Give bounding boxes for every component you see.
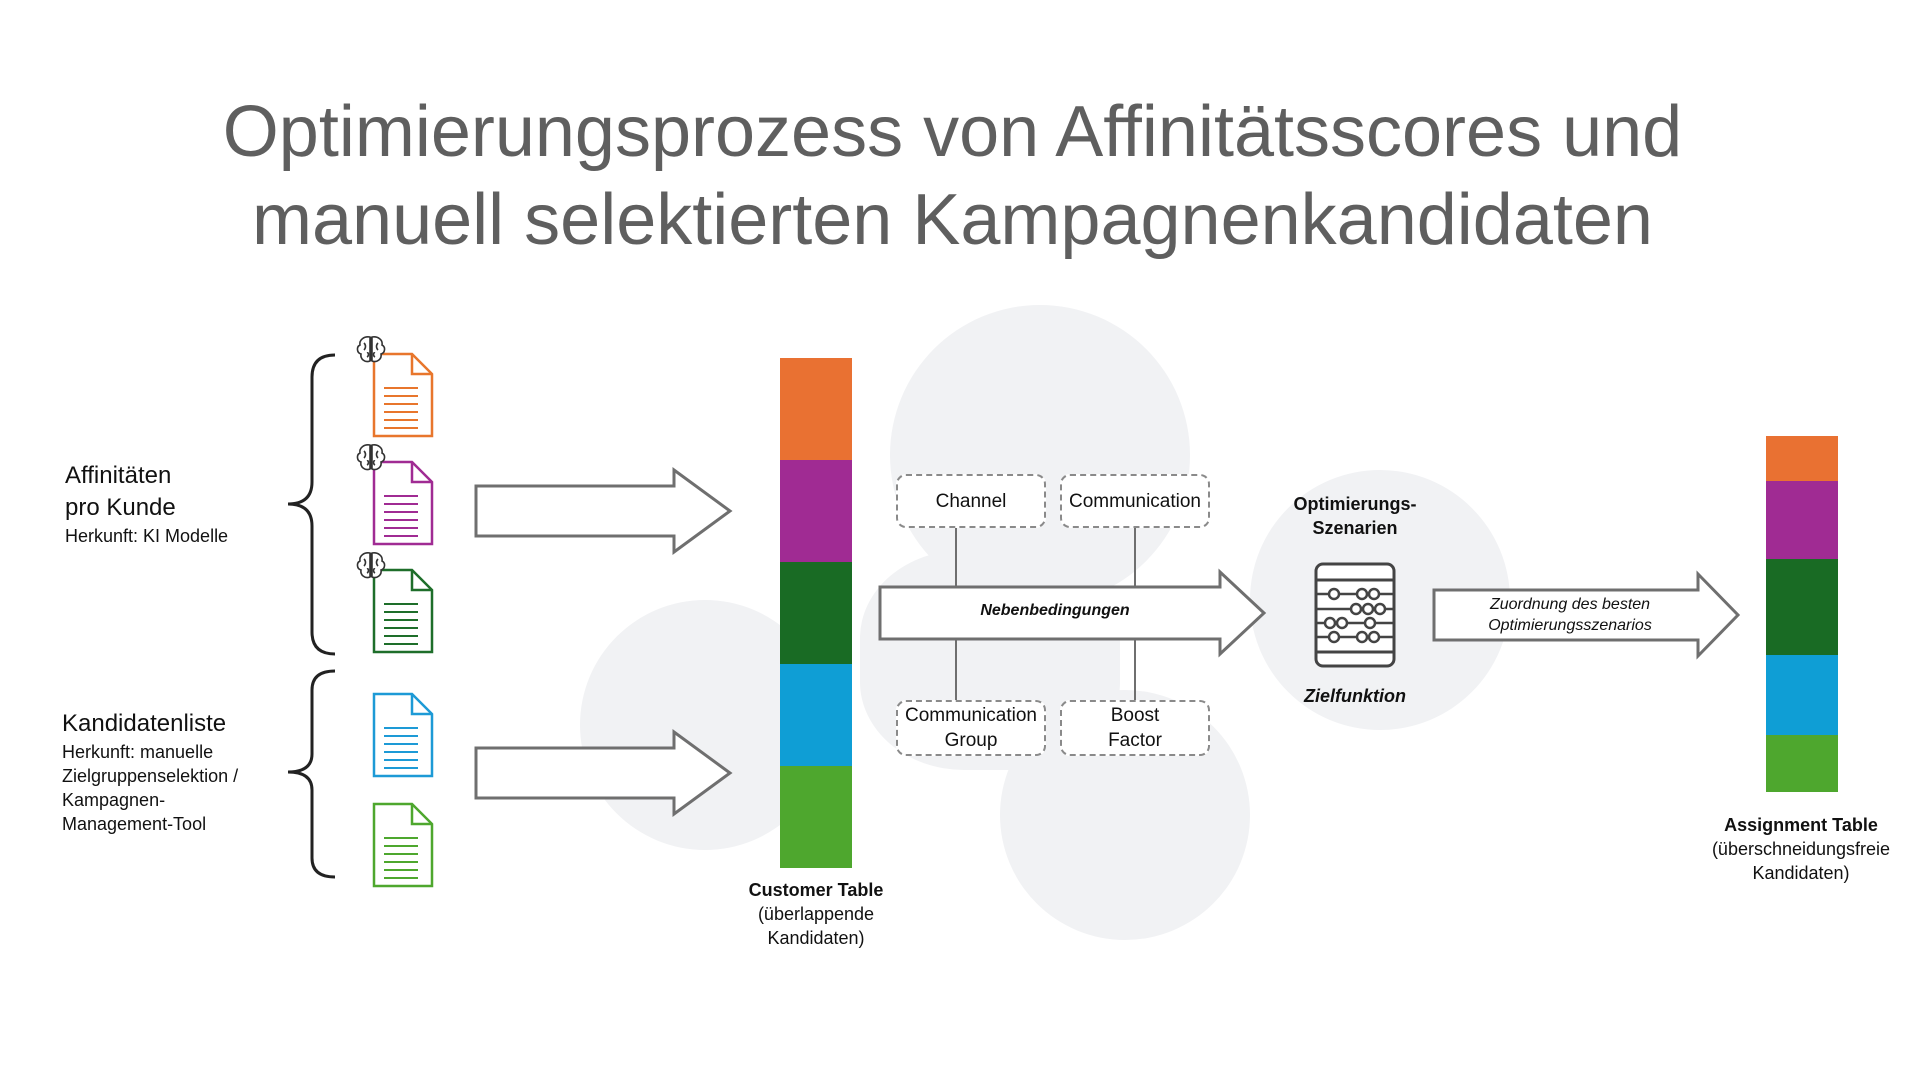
customer-table-segment-3: [780, 562, 852, 664]
affinities-arrow: [474, 467, 733, 555]
customer-table-segment-1: [780, 358, 852, 460]
affinities-origin: Herkunft: KI Modelle: [65, 526, 229, 546]
customer-table-sub-line-1: (überlappende: [757, 904, 875, 924]
customer-table-segment-4: [780, 664, 852, 766]
communication-label: Communication: [1069, 490, 1201, 512]
boost-factor-label-line-1: Boost: [1110, 705, 1160, 726]
assignment-table-segment-3: [1766, 558, 1838, 655]
assignment-table-segment-2: [1766, 480, 1838, 559]
assignment-arrow: [1432, 570, 1741, 660]
document-with-brain-icon: [356, 444, 440, 551]
communication-box: Communication: [1060, 474, 1210, 528]
assignment-table-sub-line-1: (überschneidungsfreie: [1711, 839, 1891, 859]
customer-table-stack: [780, 358, 852, 868]
document-with-brain-icon: [356, 336, 440, 443]
constraints-arrow-label: Nebenbedingungen: [980, 602, 1130, 619]
candidates-heading: Kandidatenliste: [62, 710, 227, 737]
affinities-heading-line-2: pro Kunde: [65, 494, 176, 521]
assignment-table-segment-5: [1766, 735, 1838, 792]
boost-factor-box: Boost Factor: [1060, 700, 1210, 756]
affinities-heading-line-1: Affinitäten: [65, 462, 172, 489]
communication-group-label-line-2: Group: [944, 730, 998, 751]
page-title: Optimierungsprozess von Affinitätsscores…: [0, 88, 1905, 264]
page-title-line-1: Optimierungsprozess von Affinitätsscores…: [222, 92, 1683, 172]
candidates-origin-line-3: Kampagnen-: [62, 790, 166, 810]
assignment-table-stack: [1766, 436, 1838, 792]
customer-table-segment-5: [780, 766, 852, 868]
communication-group-label-line-1: Communication: [905, 705, 1037, 726]
assignment-table-label: Assignment Table: [1724, 815, 1878, 835]
assignment-arrow-label: Zuordnung des besten Optimierungsszenari…: [1440, 594, 1700, 636]
candidates-origin-line-2: Zielgruppenselektion /: [62, 766, 239, 786]
candidates-arrow: [474, 729, 733, 817]
page-title-line-2: manuell selektierten Kampagnenkandidaten: [252, 180, 1653, 260]
objective-label: Zielfunktion: [1304, 686, 1406, 706]
document-with-brain-icon: [356, 552, 440, 659]
customer-table-sub-line-2: Kandidaten): [767, 928, 865, 948]
optimization-label-line-1: Optimierungs-: [1293, 494, 1417, 514]
optimization-label-line-2: Szenarien: [1312, 518, 1398, 538]
assignment-table-segment-1: [1766, 436, 1838, 481]
customer-table-label: Customer Table: [748, 880, 884, 900]
candidates-bracket: [287, 669, 336, 879]
constraints-arrow: [878, 568, 1267, 658]
candidates-origin-line-4: Management-Tool: [62, 814, 207, 834]
candidates-origin-line-1: Herkunft: manuelle: [62, 742, 214, 762]
optimization-label: Optimierungs- Szenarien: [1260, 492, 1450, 540]
document-icon: [370, 678, 440, 783]
customer-table-segment-2: [780, 460, 852, 562]
channel-box: Channel: [896, 474, 1046, 528]
customer-table-caption: Customer Table (überlappende Kandidaten): [700, 878, 932, 950]
boost-factor-label-line-2: Factor: [1108, 730, 1162, 751]
assignment-arrow-label-line-1: Zuordnung des besten: [1489, 596, 1651, 613]
communication-group-box: Communication Group: [896, 700, 1046, 756]
assignment-table-sub-line-2: Kandidaten): [1752, 863, 1850, 883]
assignment-table-segment-4: [1766, 654, 1838, 736]
channel-label: Channel: [935, 490, 1007, 512]
assignment-table-caption: Assignment Table (überschneidungsfreie K…: [1682, 813, 1920, 885]
candidates-label: Kandidatenliste Herkunft: manuelle Zielg…: [62, 708, 238, 836]
affinities-bracket: [287, 353, 336, 656]
document-icon: [370, 788, 440, 893]
affinities-label: Affinitäten pro Kunde Herkunft: KI Model…: [65, 460, 228, 548]
assignment-arrow-label-line-2: Optimierungsszenarios: [1488, 617, 1652, 634]
abacus-icon: [1314, 562, 1396, 668]
